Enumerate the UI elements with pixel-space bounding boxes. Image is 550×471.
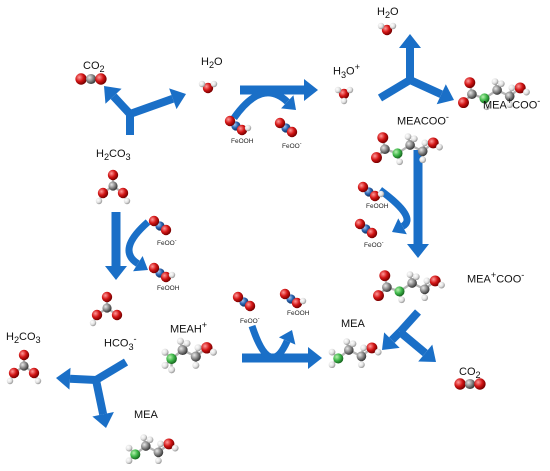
feoo-molecule-4 [232, 291, 256, 312]
arrow-meacoo-down [407, 150, 429, 258]
meah-label: MEAH+ [170, 320, 208, 336]
co2-molecule-bottom [454, 378, 486, 390]
feoo-molecule-1 [274, 117, 298, 138]
co2-label-top: CO2 [83, 60, 105, 75]
h3o-label: H3O+ [333, 62, 360, 80]
feoo-label-1: FeOO- [282, 141, 302, 151]
mea-label-mid: MEA [341, 318, 365, 330]
h3o-molecule [334, 86, 354, 105]
h2co3-label-left: H2CO3 [6, 331, 41, 346]
mea-coo-label-top: MEA+COO- [483, 96, 541, 112]
co2-molecule-top [75, 73, 107, 85]
mea-molecule-mid [328, 338, 382, 369]
h2o-label-top-right: H2O [377, 6, 399, 21]
arrow-to-mea-coo-top [408, 76, 454, 105]
fork-stem-right [397, 309, 421, 335]
feooh-label-2: FeOOH [366, 203, 389, 210]
arrow-to-mea-bottom [92, 379, 114, 428]
fork-left-top-right [377, 76, 413, 102]
h2o-molecule-top-right [377, 22, 397, 36]
feooh-molecule-1 [224, 115, 252, 136]
bicarbonate-molecule [89, 291, 123, 327]
h2co3-label-center: H2CO3 [96, 148, 131, 163]
mea-molecule-bottom [125, 434, 179, 465]
curve-feoo-to-feooh-left [125, 219, 151, 272]
arrow-to-co2-bottom [397, 328, 436, 362]
feooh-molecule-2 [357, 181, 385, 202]
meacoo-label: MEACOO- [397, 112, 449, 128]
feooh-label-4: FeOOH [287, 310, 310, 317]
arrow-to-h2o-left [128, 88, 186, 118]
co2-label-bottom: CO2 [459, 366, 481, 381]
feooh-molecule-4 [279, 288, 307, 309]
feoo-molecule-3 [148, 215, 172, 236]
h2o-molecule-left [198, 80, 218, 94]
meah-molecule [161, 337, 217, 374]
curve-feoo-to-feooh-bottom [248, 324, 296, 361]
arrow-to-h2o-top-right [399, 34, 421, 80]
arrow-h2co3-to-hco3 [105, 212, 127, 280]
carbonic-acid-molecule-center [95, 169, 131, 205]
curve-feooh-to-feoo-top [231, 89, 296, 121]
reaction-arrows [56, 34, 454, 428]
meacoo-molecule [371, 132, 443, 166]
carbonic-acid-molecule-left [6, 349, 42, 385]
arrow-to-h2co3-left [56, 367, 97, 390]
feoo-label-2: FeOO- [364, 240, 384, 250]
mea-coo-label-mid: MEA+COO- [467, 270, 525, 286]
mea-label-bottom: MEA [134, 409, 158, 421]
mea-coo-molecule-top [458, 77, 530, 111]
feooh-molecule-3 [148, 262, 176, 283]
hco3-label: HCO3- [104, 334, 137, 352]
arrow-to-co2-top [104, 86, 133, 117]
h2o-label-left: H2O [201, 56, 223, 71]
feoo-molecule-2 [354, 218, 378, 239]
feoo-label-3: FeOO- [157, 238, 177, 248]
fork-stem-bottom-left [93, 358, 129, 384]
feoo-label-4: FeOO- [240, 316, 260, 326]
feooh-label-1: FeOOH [231, 138, 254, 145]
feooh-label-3: FeOOH [157, 285, 180, 292]
mea-coo-molecule-mid [373, 270, 445, 304]
molecule-models [6, 22, 530, 465]
curve-feooh-to-feoo-right [377, 187, 411, 235]
arrow-to-mea-mid [382, 329, 403, 350]
